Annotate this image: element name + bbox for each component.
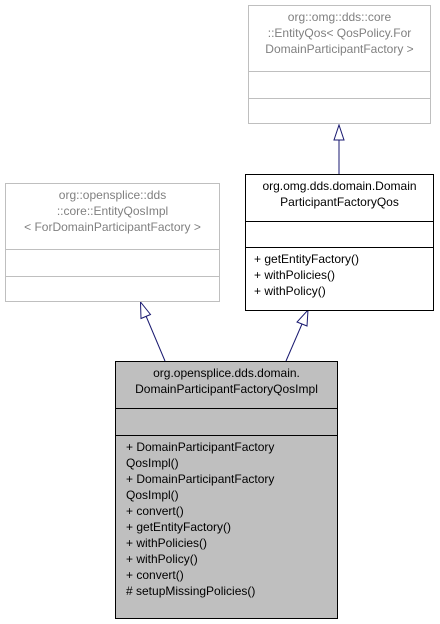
class-operations	[6, 276, 219, 301]
inheritance-arrowhead	[139, 300, 152, 320]
class-title-line: org::opensplice::dds	[58, 188, 167, 202]
class-operations: + getEntityFactory() + withPolicies() + …	[246, 247, 433, 310]
class-title-line: < ForDomainParticipantFactory >	[24, 220, 201, 234]
class-attributes	[249, 71, 430, 98]
class-title-line: org.opensplice.dds.domain.	[153, 366, 300, 380]
class-title: org.omg.dds.domain.Domain ParticipantFac…	[246, 175, 433, 221]
class-box-core-entity-qos[interactable]: org::omg::dds::core ::EntityQos< QosPoli…	[248, 5, 431, 124]
inheritance-arrowhead	[296, 308, 309, 327]
class-operations	[249, 98, 430, 123]
edge-impl-to-dpfqos	[285, 308, 309, 362]
class-title-line: org::omg::dds::core	[287, 10, 392, 24]
operation-item: # setupMissingPolicies()	[126, 584, 256, 598]
class-title-line: ParticipantFactoryQos	[280, 195, 399, 209]
class-title-line: org.omg.dds.domain.Domain	[262, 179, 417, 193]
operation-item: + withPolicies()	[126, 536, 208, 550]
operation-item: + withPolicy()	[254, 284, 326, 298]
inheritance-arrowhead	[333, 123, 345, 141]
operation-item: + DomainParticipantFactory	[126, 440, 275, 454]
class-title: org.opensplice.dds.domain. DomainPartici…	[116, 362, 337, 408]
edge-dpfqos-to-entityqos	[333, 123, 345, 174]
class-box-dpf-qos-impl[interactable]: org.opensplice.dds.domain. DomainPartici…	[115, 361, 338, 619]
operation-item: QosImpl()	[126, 488, 179, 502]
class-title-line: DomainParticipantFactoryQosImpl	[135, 382, 318, 396]
class-box-dpf-qos[interactable]: org.omg.dds.domain.Domain ParticipantFac…	[245, 174, 434, 311]
operation-item: QosImpl()	[126, 456, 179, 470]
class-title: org::opensplice::dds ::core::EntityQosIm…	[6, 184, 219, 249]
class-operations: + DomainParticipantFactory QosImpl() + D…	[116, 435, 337, 618]
class-attributes	[6, 249, 219, 276]
operation-item: + convert()	[126, 568, 184, 582]
class-title-line: DomainParticipantFactory >	[265, 42, 414, 56]
operation-item: + getEntityFactory()	[126, 520, 232, 534]
class-title-line: ::EntityQos< QosPolicy.For	[267, 26, 412, 40]
class-attributes	[116, 408, 337, 435]
operation-item: + DomainParticipantFactory	[126, 472, 275, 486]
class-box-entity-qos-impl[interactable]: org::opensplice::dds ::core::EntityQosIm…	[5, 183, 220, 302]
operation-item: + withPolicy()	[126, 552, 198, 566]
operation-item: + convert()	[126, 504, 184, 518]
operation-item: + withPolicies()	[254, 268, 336, 282]
class-attributes	[246, 221, 433, 247]
edge-impl-to-entityqosimpl	[139, 300, 166, 362]
operation-item: + getEntityFactory()	[254, 252, 360, 266]
class-title: org::omg::dds::core ::EntityQos< QosPoli…	[249, 6, 430, 71]
class-title-line: ::core::EntityQosImpl	[56, 204, 169, 218]
